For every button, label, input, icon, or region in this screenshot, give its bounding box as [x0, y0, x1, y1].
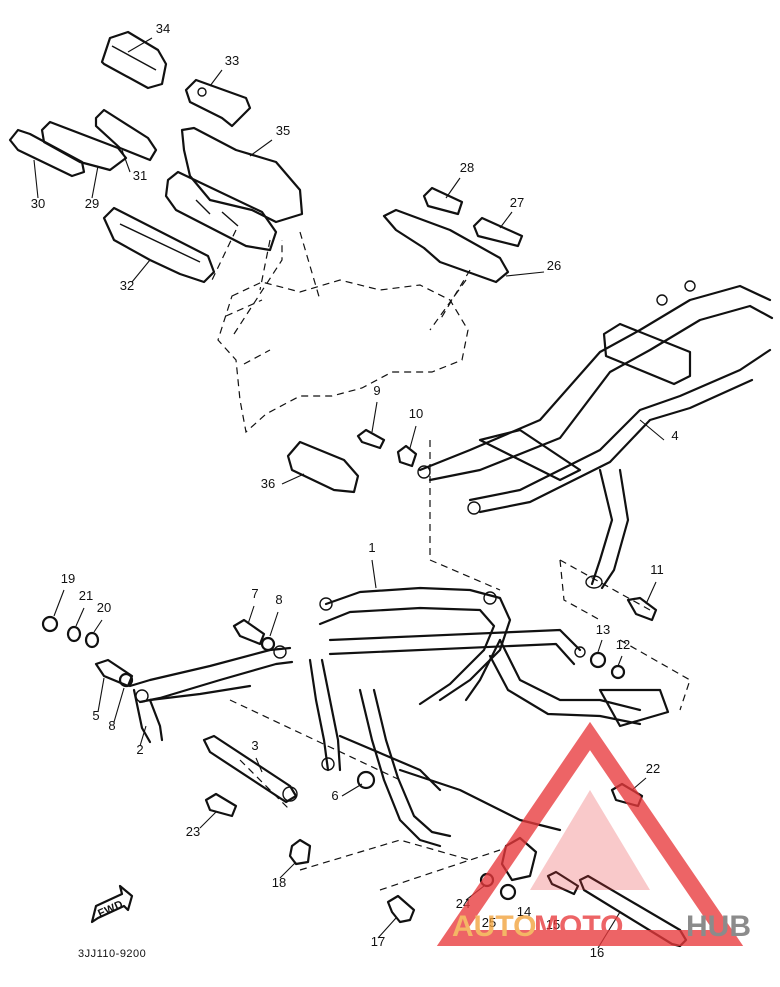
pad-26	[382, 208, 510, 284]
bolt-7	[232, 618, 266, 646]
collar-10	[396, 444, 418, 468]
callout-28: 28	[460, 160, 474, 175]
bolt-15	[546, 870, 580, 896]
bolt-5	[94, 658, 134, 688]
callout-2: 2	[136, 742, 143, 757]
callout-32: 32	[120, 278, 134, 293]
bolt-9	[356, 428, 386, 450]
collar-18	[288, 838, 312, 866]
washer-20	[84, 631, 100, 649]
callout-5: 5	[92, 708, 99, 723]
collar-6	[356, 770, 376, 790]
callout-27: 27	[510, 195, 524, 210]
cover-35	[164, 126, 304, 252]
callout-18: 18	[272, 875, 286, 890]
cover-32	[102, 206, 216, 284]
forward-arrow: FWD	[90, 884, 134, 924]
callout-36: 36	[261, 476, 275, 491]
callout-25: 25	[482, 915, 496, 930]
watermark-text-auto: AUTO	[452, 910, 536, 943]
callout-26: 26	[547, 258, 561, 273]
watermark: AUTO MOTO HUB	[436, 721, 751, 946]
watermark-triangle-icon	[436, 721, 744, 946]
main-frame-1	[308, 586, 670, 848]
callout-1: 1	[368, 540, 375, 555]
callout-19: 19	[61, 571, 75, 586]
callout-22: 22	[646, 761, 660, 776]
callout-29: 29	[85, 196, 99, 211]
callout-16: 16	[590, 945, 604, 960]
callout-15: 15	[546, 917, 560, 932]
callout-17: 17	[371, 934, 385, 949]
cover-33	[184, 78, 252, 128]
cover-30	[8, 128, 86, 178]
callout-13: 13	[596, 622, 610, 637]
engine-outline	[217, 231, 471, 434]
pad-36	[286, 440, 360, 494]
down-tube-2	[128, 645, 294, 744]
nut-19	[41, 615, 59, 633]
callout-35: 35	[276, 123, 290, 138]
callout-33: 33	[225, 53, 239, 68]
pad-28	[422, 186, 464, 216]
washer-21	[66, 625, 82, 643]
bolt-23	[204, 792, 238, 818]
callout-11: 11	[650, 562, 664, 577]
collar-25	[499, 883, 517, 901]
cover-31	[94, 108, 158, 162]
callout-31: 31	[133, 168, 147, 183]
cover-34	[100, 30, 168, 90]
callout-34: 34	[156, 21, 170, 36]
assembly-lines	[211, 229, 691, 891]
callout-23: 23	[186, 824, 200, 839]
drawing-code: 3JJ110-9200	[78, 948, 146, 960]
pad-27	[472, 216, 524, 248]
callout-8: 8	[108, 718, 115, 733]
washer-8-lower	[118, 672, 134, 688]
washer-12	[610, 664, 626, 680]
forward-arrow-label: FWD	[96, 898, 125, 920]
callout-9: 9	[373, 383, 380, 398]
callout-3: 3	[251, 738, 258, 753]
callout-7: 7	[251, 586, 258, 601]
callout-4: 4	[671, 428, 678, 443]
bolt-11	[626, 596, 658, 622]
callout-14: 14	[517, 904, 531, 919]
rear-frame-4	[417, 280, 774, 590]
callout-20: 20	[97, 600, 111, 615]
watermark-text-moto: MOTO	[534, 910, 623, 943]
callout-8: 8	[275, 592, 282, 607]
callout-30: 30	[31, 196, 45, 211]
collar-13	[589, 651, 607, 669]
callout-12: 12	[616, 637, 630, 652]
watermark-text-hub: HUB	[686, 910, 751, 943]
bolt-17	[386, 894, 416, 924]
callout-10: 10	[409, 406, 423, 421]
leader-lines	[33, 37, 665, 949]
callout-21: 21	[79, 588, 93, 603]
washer-8-upper	[260, 636, 276, 652]
callout-6: 6	[331, 788, 338, 803]
bolt-3	[202, 734, 298, 804]
